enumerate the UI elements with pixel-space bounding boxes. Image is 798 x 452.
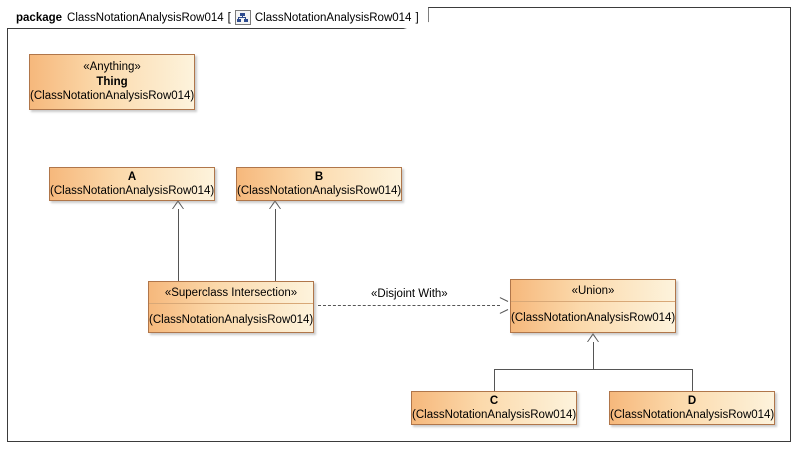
class-qualifier: (ClassNotationAnalysisRow014) — [412, 409, 577, 421]
class-box-superclass-intersection[interactable]: «Superclass Intersection» (ClassNotation… — [148, 281, 314, 333]
class-name: C — [489, 394, 499, 407]
generalization-line-si-to-b — [275, 209, 276, 283]
class-qualifier: (ClassNotationAnalysisRow014) — [610, 409, 775, 421]
disjoint-with-dashed-line — [318, 305, 500, 306]
package-frame-tab[interactable]: package ClassNotationAnalysisRow014 [ Cl… — [7, 7, 429, 29]
generalization-line-union-crossbar — [494, 369, 693, 370]
class-qualifier: (ClassNotationAnalysisRow014) — [511, 312, 676, 325]
disjoint-with-arrowhead — [499, 297, 509, 314]
package-keyword: package — [16, 11, 63, 24]
package-name: ClassNotationAnalysisRow014 — [67, 11, 224, 24]
class-stereotype: «Union» — [571, 285, 615, 297]
generalization-line-d-riser — [692, 369, 693, 391]
disjoint-with-label: «Disjoint With» — [371, 288, 448, 300]
class-box-thing[interactable]: «Anything» Thing (ClassNotationAnalysisR… — [29, 54, 195, 110]
class-box-b[interactable]: B (ClassNotationAnalysisRow014) — [236, 167, 402, 201]
compartment-separator — [149, 303, 313, 305]
class-stereotype: «Superclass Intersection» — [164, 287, 298, 299]
class-box-c[interactable]: C (ClassNotationAnalysisRow014) — [411, 391, 577, 425]
generalization-line-c-riser — [494, 369, 495, 391]
class-diagram-icon — [234, 10, 251, 25]
class-qualifier: (ClassNotationAnalysisRow014) — [30, 90, 195, 103]
class-box-d[interactable]: D (ClassNotationAnalysisRow014) — [609, 391, 775, 425]
class-qualifier: (ClassNotationAnalysisRow014) — [149, 314, 314, 327]
class-qualifier: (ClassNotationAnalysisRow014) — [50, 185, 215, 197]
class-name: A — [127, 170, 137, 183]
class-box-a[interactable]: A (ClassNotationAnalysisRow014) — [49, 167, 215, 201]
compartment-separator — [511, 301, 675, 303]
bracket-close: ] — [415, 11, 419, 24]
class-stereotype: «Anything» — [83, 61, 141, 74]
generalization-line-si-to-a — [178, 209, 179, 283]
generalization-line-union-stem — [593, 342, 594, 369]
class-qualifier: (ClassNotationAnalysisRow014) — [237, 185, 402, 197]
class-name: D — [687, 394, 697, 407]
diagram-name: ClassNotationAnalysisRow014 — [254, 11, 412, 24]
class-name: Thing — [96, 75, 128, 88]
bracket-open: [ — [227, 11, 231, 24]
class-box-union[interactable]: «Union» (ClassNotationAnalysisRow014) — [510, 279, 676, 333]
class-name: B — [314, 170, 324, 183]
